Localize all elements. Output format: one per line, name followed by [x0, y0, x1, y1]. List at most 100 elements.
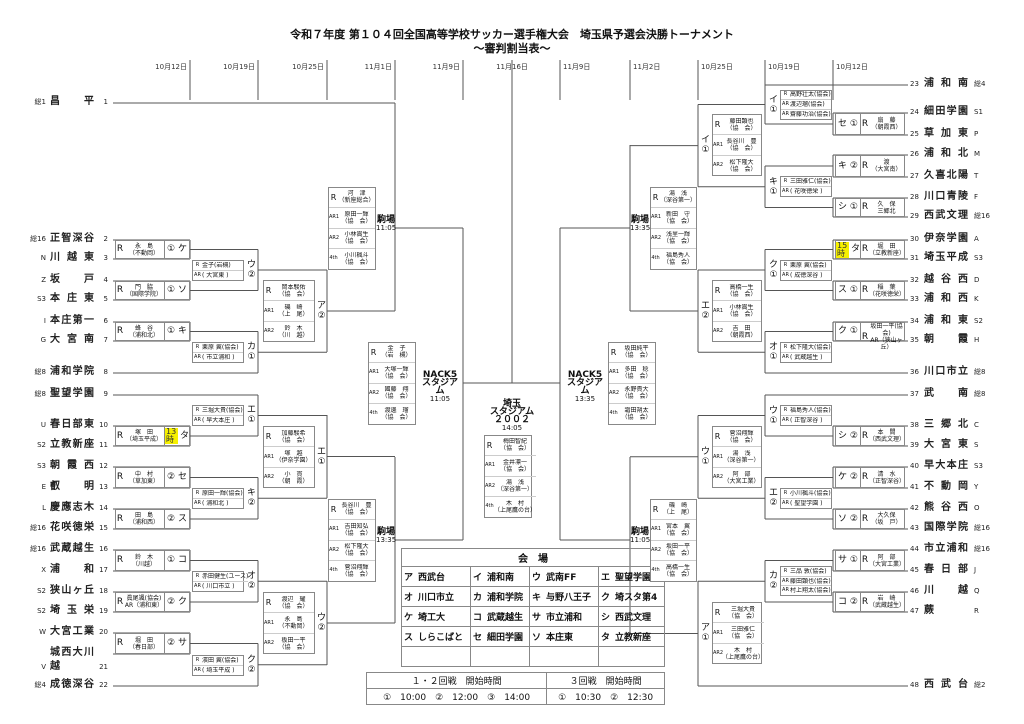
venue-name: 武南FF — [544, 566, 600, 587]
official: AR( 埼玉平成 ) — [193, 664, 243, 675]
result-label: イ① — [768, 94, 778, 115]
official-role: AR1 — [264, 307, 275, 314]
kickoff-time: 14:05 — [501, 424, 523, 432]
official-affiliation: （上尾鷹の台） — [722, 653, 765, 661]
team-number: 18 — [99, 587, 108, 595]
result-label: タ — [850, 244, 860, 254]
official-affiliation: （協 会） — [278, 643, 309, 651]
date-header: 10月19日 — [768, 63, 800, 71]
venue-code: カ — [469, 586, 485, 607]
venue-name: 西武文理 — [613, 606, 666, 627]
result-label: ク① — [768, 260, 778, 280]
official-role: AR2 — [264, 474, 275, 480]
official-detail: 吉田知弘（協 会） — [338, 523, 375, 537]
result-venue-label: ① コ — [164, 551, 189, 570]
team-number: 10 — [99, 421, 108, 429]
team-seed-code: W — [39, 628, 46, 636]
official-affiliation: （大宮工業） — [723, 477, 760, 485]
official-role: R — [861, 244, 869, 254]
official-detail: 清 水（正智深谷） — [869, 471, 905, 485]
official: AR( 浦和北 ) — [193, 497, 243, 508]
team-seed-code: H — [974, 336, 980, 344]
official-name: 鈴 木 — [134, 553, 153, 561]
official-name: 木 村 — [734, 646, 753, 654]
official-role: AR1 — [264, 453, 275, 460]
result-label: カ② — [768, 571, 778, 591]
team-seed-code: C — [974, 421, 979, 429]
official-detail: 國藤 翔（協 会） — [378, 386, 415, 400]
official-role: AR2 — [369, 389, 380, 396]
team-number: 27 — [910, 172, 919, 180]
official-affiliation: （坂 戸） — [871, 519, 902, 526]
team-seed-code: 総16 — [974, 524, 990, 532]
venue-row: スしらこばとセ細田学園ソ本庄東タ立教新座 — [401, 626, 666, 647]
official-role: R — [861, 430, 869, 441]
venue-name: 駒場 — [376, 215, 395, 225]
official-role: R — [861, 555, 869, 565]
venue-name — [544, 646, 600, 667]
official-role: 4th — [329, 255, 338, 262]
team-number: 2 — [103, 235, 108, 243]
team-number: 32 — [910, 276, 919, 284]
official-name: 小川楓斗(協会) — [790, 489, 831, 497]
venue-name: NACK5 — [567, 370, 603, 380]
team-number: 12 — [99, 462, 108, 470]
official-affiliation: （協 会） — [341, 550, 372, 558]
official-name: 松下隆大 — [729, 158, 754, 166]
official-name: 坂田一平 — [665, 543, 690, 551]
official-role: R — [861, 160, 869, 171]
official-detail: 多田 稔（協 会） — [618, 366, 655, 380]
official-detail: 渡邊 瑠（協 会） — [378, 407, 415, 421]
official-name: 渡 — [883, 159, 890, 166]
team-number: 16 — [99, 545, 108, 553]
official-name: 鈴 木 — [284, 324, 303, 332]
team-seed-code: S3 — [37, 462, 46, 470]
official-name: 金井凛一 — [503, 458, 528, 466]
official-affiliation: （深谷第一） — [723, 457, 760, 464]
venue-code — [401, 646, 416, 667]
result-label: ウ② — [316, 613, 326, 633]
team-name: 川口青陵 — [924, 191, 968, 202]
team-seed-code: 総16 — [30, 545, 46, 553]
venue-name: ２００２ — [493, 415, 530, 425]
team-name: 熊谷西 — [924, 502, 968, 513]
official-name: 塚 田 — [134, 429, 153, 436]
team-number: 5 — [103, 295, 108, 303]
official-role: R — [714, 608, 721, 617]
